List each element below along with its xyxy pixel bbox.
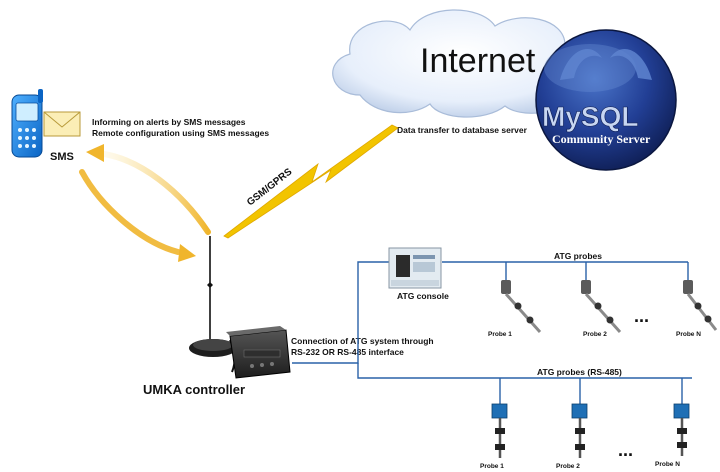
probe-bottom-n-label: Probe N: [655, 461, 680, 468]
probe-top-2-label: Probe 2: [583, 331, 607, 338]
antenna-icon: [207, 236, 213, 340]
mysql-server-label: Community Server: [552, 132, 651, 146]
internet-cloud: [332, 9, 592, 118]
umka-controller-label: UMKA controller: [143, 382, 245, 397]
mobile-phone-icon: [11, 89, 43, 158]
atg-probes-rs485-title: ATG probes (RS-485): [537, 367, 622, 377]
probe-bottom-ellipsis: ...: [618, 440, 633, 460]
mysql-database-icon: [535, 29, 677, 171]
connection-text-line1: Connection of ATG system through: [291, 336, 434, 346]
atg-probes-title: ATG probes: [554, 251, 602, 261]
probe-bottom-1: [491, 403, 508, 458]
sms-label: SMS: [50, 151, 74, 163]
probe-top-n: [683, 280, 718, 331]
sms-remote-config-text: Remote configuration using SMS messages: [92, 128, 269, 138]
atg-console-label: ATG console: [397, 291, 449, 301]
probe-top-ellipsis: ...: [634, 306, 649, 326]
atg-console-device: [388, 247, 442, 289]
probe-top-1: [501, 280, 542, 334]
envelope-icon: [43, 111, 81, 137]
sms-arrow-to-controller: [79, 169, 196, 262]
gsm-lightning-icon: [223, 124, 399, 239]
probe-bottom-2: [571, 403, 588, 458]
internet-label: Internet: [420, 42, 536, 80]
probe-top-2: [581, 280, 622, 334]
probe-bottom-2-label: Probe 2: [556, 463, 580, 470]
connection-text-line2: RS-232 OR RS-485 interface: [291, 347, 404, 357]
wiring: [292, 261, 692, 404]
sms-alerts-text: Informing on alerts by SMS messages: [92, 117, 246, 127]
probe-top-1-label: Probe 1: [488, 331, 512, 338]
sms-arrow-to-phone: [86, 144, 211, 235]
umka-controller-device: [189, 326, 291, 379]
probe-bottom-n: [673, 403, 690, 456]
cloud-caption: Data transfer to database server: [397, 125, 528, 135]
probe-top-n-label: Probe N: [676, 331, 701, 338]
mysql-logo-text: MySQL: [542, 101, 638, 132]
probe-bottom-1-label: Probe 1: [480, 463, 504, 470]
